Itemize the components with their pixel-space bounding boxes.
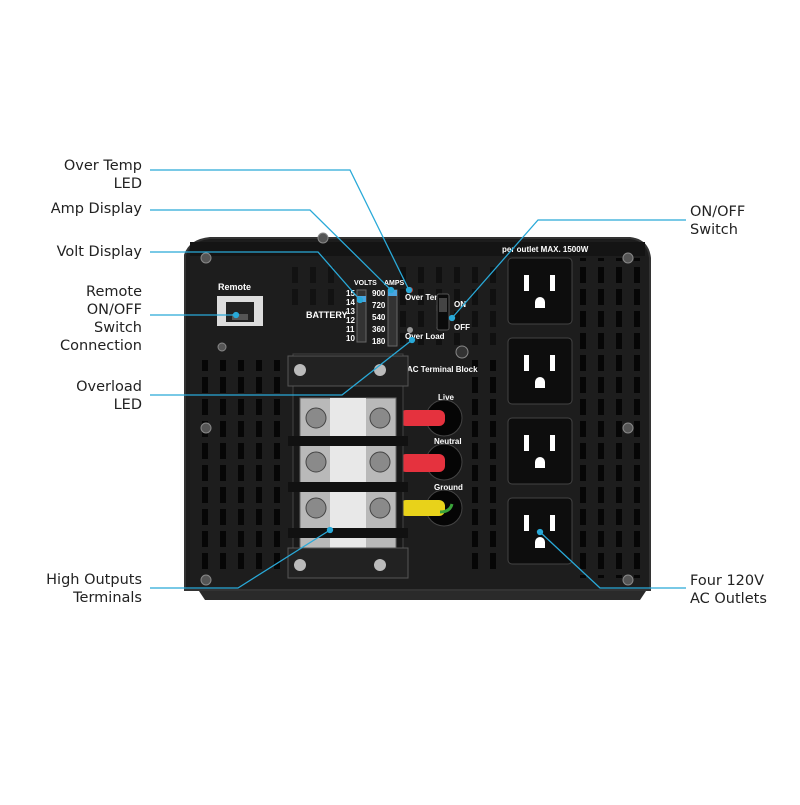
- vent-upper: [290, 265, 340, 305]
- callout-line: Four 120V: [690, 573, 765, 589]
- vent-left: [195, 360, 285, 575]
- svg-text:BATTERY: BATTERY: [306, 310, 348, 320]
- ac-outlet[interactable]: [507, 337, 573, 405]
- callout-remote-switch: Remote ON/OFF Switch Connection: [20, 283, 142, 355]
- svg-text:OFF: OFF: [454, 323, 470, 332]
- leader-lines: [150, 169, 686, 589]
- callout-line: Remote: [86, 284, 142, 300]
- svg-text:AMPS: AMPS: [384, 280, 405, 287]
- svg-text:720: 720: [372, 301, 386, 310]
- callout-line: Connection: [59, 338, 142, 354]
- svg-text:per outlet MAX. 1500W: per outlet MAX. 1500W: [502, 245, 589, 254]
- callout-line: ON/OFF: [86, 302, 142, 318]
- ac-outlet[interactable]: [507, 417, 573, 485]
- svg-text:14: 14: [346, 298, 355, 307]
- svg-text:13: 13: [346, 307, 355, 316]
- svg-text:540: 540: [372, 313, 386, 322]
- power-switch[interactable]: ON OFF: [436, 293, 470, 332]
- vent-top: [400, 265, 500, 345]
- callout-over-temp-led: Over Temp LED: [20, 157, 142, 193]
- ground-knob: [455, 345, 469, 359]
- callout-line: LED: [113, 176, 142, 192]
- amp-bar: [387, 289, 398, 347]
- svg-text:VOLTS: VOLTS: [354, 280, 377, 287]
- svg-text:Live: Live: [438, 393, 455, 402]
- callout-line: AC Outlets: [690, 591, 767, 607]
- svg-text:Remote: Remote: [218, 282, 251, 292]
- callout-line: High Outputs: [46, 572, 142, 588]
- svg-text:10: 10: [346, 334, 355, 343]
- callout-amp-display: Amp Display: [20, 200, 142, 218]
- svg-text:180: 180: [372, 337, 386, 346]
- svg-text:360: 360: [372, 325, 386, 334]
- amp-scale: 900 720 540 360 180: [372, 289, 386, 346]
- svg-text:12: 12: [346, 316, 355, 325]
- callout-line: Switch: [690, 222, 738, 238]
- svg-text:Over Load: Over Load: [405, 332, 445, 341]
- svg-text:15: 15: [346, 289, 355, 298]
- vent-right: [580, 258, 640, 578]
- terminal-block: [287, 353, 409, 579]
- overload-led: [407, 327, 413, 333]
- callout-line: Over Temp: [63, 158, 142, 174]
- ac-outlets: [507, 257, 573, 565]
- callout-volt-display: Volt Display: [20, 243, 142, 261]
- svg-text:11: 11: [346, 325, 355, 334]
- callout-line: Amp Display: [50, 201, 142, 217]
- callout-line: LED: [113, 397, 142, 413]
- remote-port: Remote: [217, 282, 263, 326]
- svg-text:Neutral: Neutral: [434, 437, 462, 446]
- svg-text:Over Temp: Over Temp: [405, 293, 446, 302]
- svg-text:900: 900: [372, 289, 386, 298]
- svg-text:AC Terminal Block: AC Terminal Block: [407, 365, 478, 374]
- callout-line: Overload: [76, 379, 142, 395]
- callout-on-off-switch: ON/OFF Switch: [690, 203, 790, 239]
- callout-ac-outlets: Four 120V AC Outlets: [690, 572, 790, 608]
- callout-line: Terminals: [73, 590, 142, 606]
- volt-scale: 15 14 13 12 11 10: [346, 289, 355, 343]
- callout-line: Volt Display: [56, 244, 142, 260]
- ac-outlet[interactable]: [507, 257, 573, 325]
- volt-bar: [356, 289, 367, 343]
- vent-middle: [470, 360, 500, 575]
- callout-line: ON/OFF: [690, 204, 746, 220]
- housing-screws: [200, 232, 634, 586]
- callout-high-outputs: High Outputs Terminals: [20, 571, 142, 607]
- callout-overload-led: Overload LED: [20, 378, 142, 414]
- svg-text:ON: ON: [454, 300, 466, 309]
- callout-line: Switch: [94, 320, 142, 336]
- svg-text:Ground: Ground: [434, 483, 463, 492]
